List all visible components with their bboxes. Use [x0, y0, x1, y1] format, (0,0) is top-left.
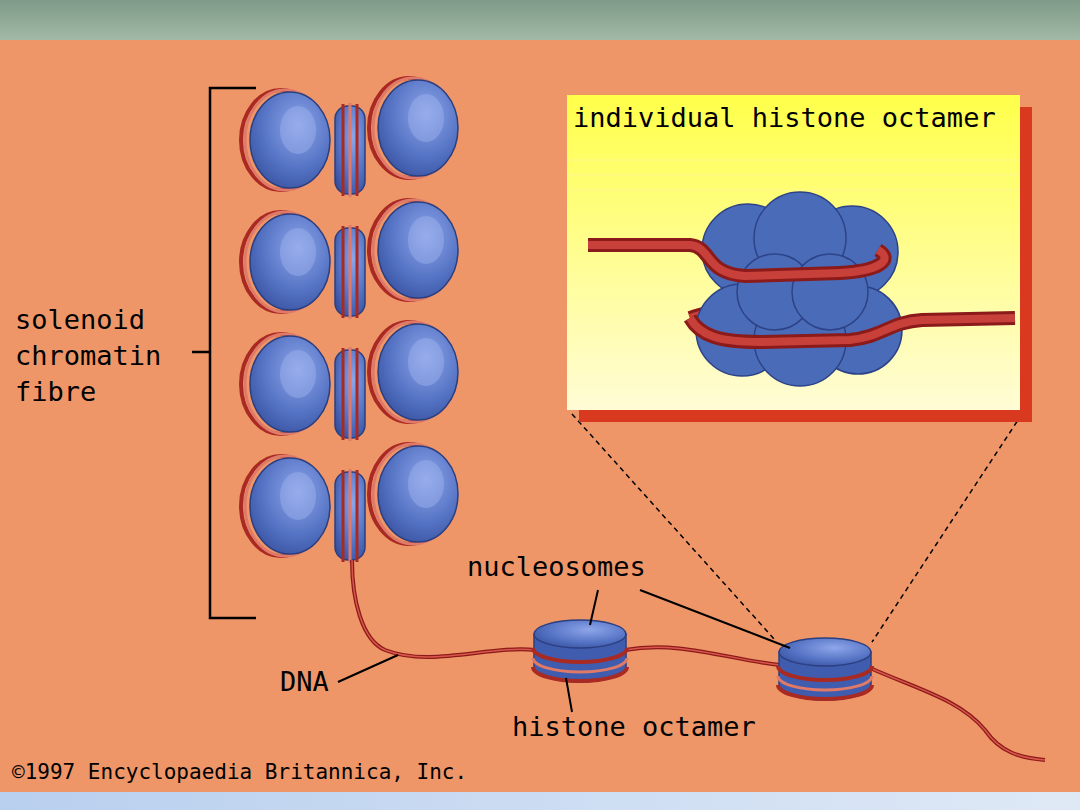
- zoom-lines: [572, 414, 1022, 642]
- inset-box: individual histone octamer: [567, 95, 1020, 410]
- dna-strand: [352, 560, 1045, 760]
- part-label: histone octamer: [512, 710, 756, 744]
- free-nucleosomes: [533, 620, 872, 700]
- part-label: nucleosomes: [467, 550, 646, 584]
- bottom-band: [0, 792, 1080, 810]
- top-band: [0, 0, 1080, 40]
- part-label: DNA: [280, 665, 329, 699]
- part-label: solenoid chromatin fibre: [15, 302, 187, 410]
- octamer-illustration: [567, 95, 1020, 410]
- inset-heading: individual histone octamer: [573, 101, 996, 135]
- part-label: ©1997 Encyclopaedia Britannica, Inc.: [12, 758, 467, 786]
- leader-lines: [338, 590, 790, 712]
- solenoid-fibre: [241, 78, 458, 563]
